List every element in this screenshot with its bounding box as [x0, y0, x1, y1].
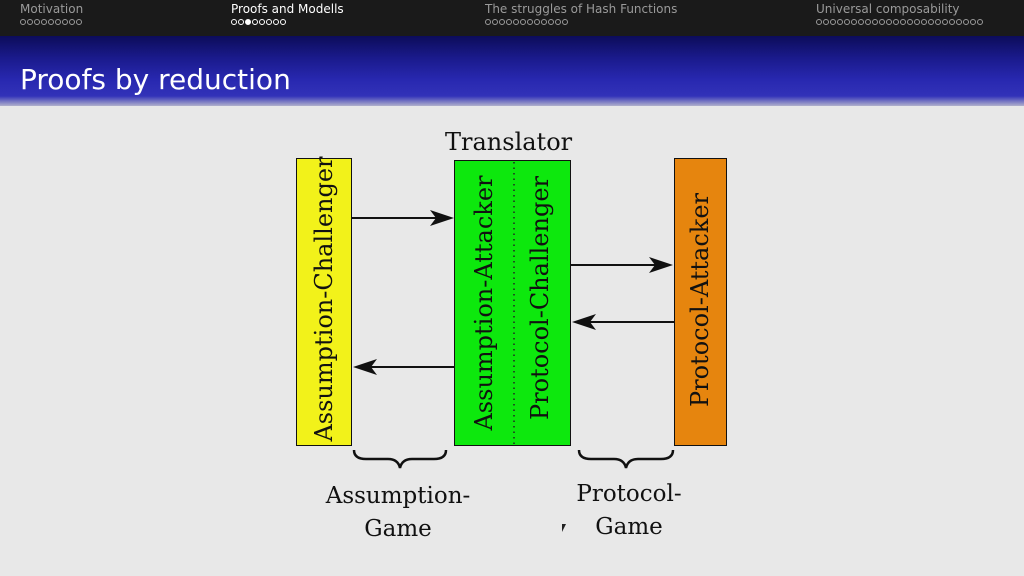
- arrow-translator-to-protocol-attacker: [571, 257, 673, 273]
- nav-progress-dot[interactable]: [55, 19, 61, 25]
- nav-progress-dot[interactable]: [823, 19, 829, 25]
- nav-section-universal-composability[interactable]: Universal composability: [816, 2, 983, 25]
- arrow-challenger-to-attacker: [352, 210, 454, 226]
- protocol-game-line2: Game: [595, 514, 663, 540]
- nav-progress-dot[interactable]: [506, 19, 512, 25]
- nav-section-motivation[interactable]: Motivation: [20, 2, 84, 25]
- nav-progress-dot[interactable]: [935, 19, 941, 25]
- nav-progress-dot[interactable]: [963, 19, 969, 25]
- assumption-game-brace: [352, 449, 448, 469]
- nav-progress-dot[interactable]: [914, 19, 920, 25]
- nav-section-proofs-and-modells[interactable]: Proofs and Modells: [231, 2, 344, 25]
- nav-progress-dot[interactable]: [921, 19, 927, 25]
- arrow-protocol-attacker-to-translator: [572, 314, 674, 330]
- nav-progress-dot[interactable]: [816, 19, 822, 25]
- slide-title: Proofs by reduction: [20, 63, 291, 96]
- protocol-game-label: Protocol- Game: [576, 478, 681, 544]
- nav-progress-dot[interactable]: [238, 19, 244, 25]
- nav-progress-dot[interactable]: [956, 19, 962, 25]
- nav-progress-dot[interactable]: [76, 19, 82, 25]
- assumption-game-label: Assumption- Game: [326, 480, 471, 546]
- nav-progress-dot[interactable]: [48, 19, 54, 25]
- nav-progress-dot[interactable]: [844, 19, 850, 25]
- translator-box: [454, 160, 571, 446]
- nav-progress-dot[interactable]: [34, 19, 40, 25]
- protocol-attacker-box: [674, 158, 727, 446]
- nav-dots: [816, 19, 983, 25]
- nav-dots: [485, 19, 568, 25]
- nav-progress-dot[interactable]: [485, 19, 491, 25]
- nav-progress-dot[interactable]: [562, 19, 568, 25]
- nav-section-label[interactable]: Universal composability: [816, 2, 960, 16]
- nav-progress-dot[interactable]: [534, 19, 540, 25]
- translator-label: Translator: [445, 128, 573, 156]
- nav-section-hash-functions[interactable]: The struggles of Hash Functions: [485, 2, 678, 25]
- nav-progress-dot[interactable]: [41, 19, 47, 25]
- assumption-game-line1: Assumption-: [325, 483, 471, 509]
- arrow-translator-to-challenger: [353, 359, 454, 375]
- mouse-cursor-icon: [562, 524, 566, 532]
- nav-progress-dot[interactable]: [513, 19, 519, 25]
- nav-progress-dot[interactable]: [555, 19, 561, 25]
- nav-progress-dot[interactable]: [858, 19, 864, 25]
- nav-progress-dot[interactable]: [62, 19, 68, 25]
- nav-progress-dot[interactable]: [252, 19, 258, 25]
- slide-title-bar: [0, 36, 1024, 106]
- protocol-game-brace: [577, 449, 675, 469]
- nav-progress-dot[interactable]: [541, 19, 547, 25]
- nav-progress-dot[interactable]: [886, 19, 892, 25]
- nav-progress-dot[interactable]: [245, 19, 251, 25]
- nav-progress-dot[interactable]: [280, 19, 286, 25]
- nav-progress-dot[interactable]: [865, 19, 871, 25]
- nav-progress-dot[interactable]: [970, 19, 976, 25]
- nav-progress-dot[interactable]: [27, 19, 33, 25]
- nav-progress-dot[interactable]: [851, 19, 857, 25]
- nav-dots: [20, 19, 82, 25]
- nav-progress-dot[interactable]: [548, 19, 554, 25]
- nav-progress-dot[interactable]: [830, 19, 836, 25]
- nav-progress-dot[interactable]: [20, 19, 26, 25]
- nav-progress-dot[interactable]: [928, 19, 934, 25]
- protocol-game-line1: Protocol-: [576, 481, 682, 507]
- nav-progress-dot[interactable]: [900, 19, 906, 25]
- nav-progress-dot[interactable]: [231, 19, 237, 25]
- nav-progress-dot[interactable]: [259, 19, 265, 25]
- nav-progress-dot[interactable]: [949, 19, 955, 25]
- nav-progress-dot[interactable]: [266, 19, 272, 25]
- assumption-game-line2: Game: [364, 516, 432, 542]
- nav-progress-dot[interactable]: [527, 19, 533, 25]
- nav-progress-dot[interactable]: [893, 19, 899, 25]
- nav-progress-dot[interactable]: [273, 19, 279, 25]
- navigation-bar: Motivation Proofs and Modells The strugg…: [0, 0, 1024, 36]
- nav-progress-dot[interactable]: [879, 19, 885, 25]
- assumption-challenger-box: [296, 158, 352, 446]
- nav-progress-dot[interactable]: [520, 19, 526, 25]
- nav-section-label[interactable]: Proofs and Modells: [231, 2, 344, 16]
- nav-progress-dot[interactable]: [872, 19, 878, 25]
- nav-progress-dot[interactable]: [977, 19, 983, 25]
- nav-dots: [231, 19, 286, 25]
- nav-progress-dot[interactable]: [69, 19, 75, 25]
- nav-progress-dot[interactable]: [492, 19, 498, 25]
- nav-progress-dot[interactable]: [907, 19, 913, 25]
- nav-progress-dot[interactable]: [942, 19, 948, 25]
- nav-progress-dot[interactable]: [837, 19, 843, 25]
- nav-section-label[interactable]: Motivation: [20, 2, 84, 16]
- nav-section-label[interactable]: The struggles of Hash Functions: [485, 2, 678, 16]
- nav-progress-dot[interactable]: [499, 19, 505, 25]
